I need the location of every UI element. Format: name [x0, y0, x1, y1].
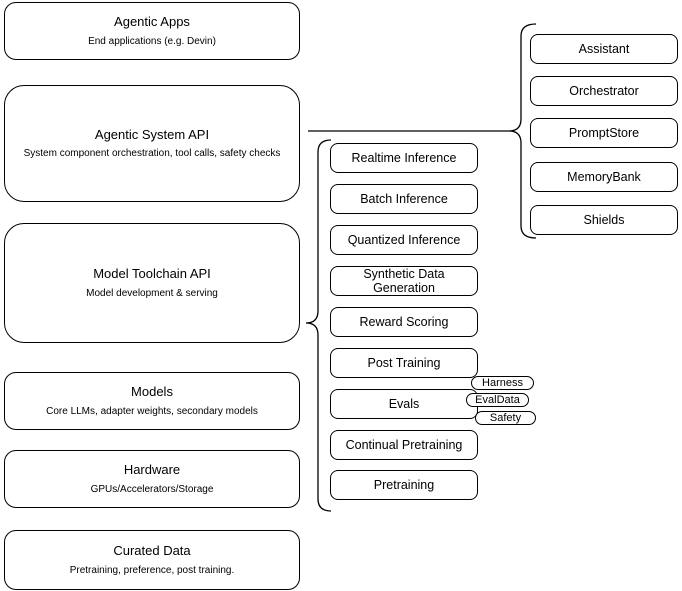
- box-subtitle: Model development & serving: [86, 287, 218, 299]
- right-column-brace: [508, 23, 537, 239]
- box-agentic-apps: Agentic Apps End applications (e.g. Devi…: [4, 2, 300, 60]
- box-batch-inference: Batch Inference: [330, 184, 478, 214]
- box-synthetic-data-generation: Synthetic Data Generation: [330, 266, 478, 296]
- box-title: Agentic Apps: [114, 14, 190, 30]
- box-model-toolchain-api: Model Toolchain API Model development & …: [4, 223, 300, 343]
- box-title: Agentic System API: [94, 126, 210, 142]
- box-title: Model Toolchain API: [93, 266, 211, 282]
- box-shields: Shields: [530, 205, 678, 235]
- box-title: Curated Data: [113, 543, 191, 559]
- box-subtitle: GPUs/Accelerators/Storage: [90, 483, 214, 495]
- box-pretraining: Pretraining: [330, 470, 478, 500]
- box-realtime-inference: Realtime Inference: [330, 143, 478, 173]
- box-hardware: Hardware GPUs/Accelerators/Storage: [4, 450, 300, 508]
- box-models: Models Core LLMs, adapter weights, secon…: [4, 372, 300, 430]
- box-continual-pretraining: Continual Pretraining: [330, 430, 478, 460]
- box-memorybank: MemoryBank: [530, 162, 678, 192]
- box-reward-scoring: Reward Scoring: [330, 307, 478, 337]
- box-title: Models: [131, 384, 173, 400]
- box-post-training: Post Training: [330, 348, 478, 378]
- pill-harness: Harness: [471, 376, 534, 390]
- box-promptstore: PromptStore: [530, 118, 678, 148]
- box-subtitle: Pretraining, preference, post training.: [69, 564, 235, 576]
- box-curated-data: Curated Data Pretraining, preference, po…: [4, 530, 300, 590]
- middle-column-brace: [305, 139, 332, 512]
- box-orchestrator: Orchestrator: [530, 76, 678, 106]
- pill-safety: Safety: [475, 411, 536, 425]
- box-subtitle: Core LLMs, adapter weights, secondary mo…: [46, 405, 258, 417]
- box-subtitle: End applications (e.g. Devin): [88, 35, 216, 47]
- box-subtitle: System component orchestration, tool cal…: [23, 148, 281, 160]
- box-quantized-inference: Quantized Inference: [330, 225, 478, 255]
- box-agentic-system-api: Agentic System API System component orch…: [4, 85, 300, 202]
- box-assistant: Assistant: [530, 34, 678, 64]
- pill-evaldata: EvalData: [466, 393, 529, 407]
- box-title: Hardware: [123, 462, 181, 478]
- box-evals: Evals: [330, 389, 478, 419]
